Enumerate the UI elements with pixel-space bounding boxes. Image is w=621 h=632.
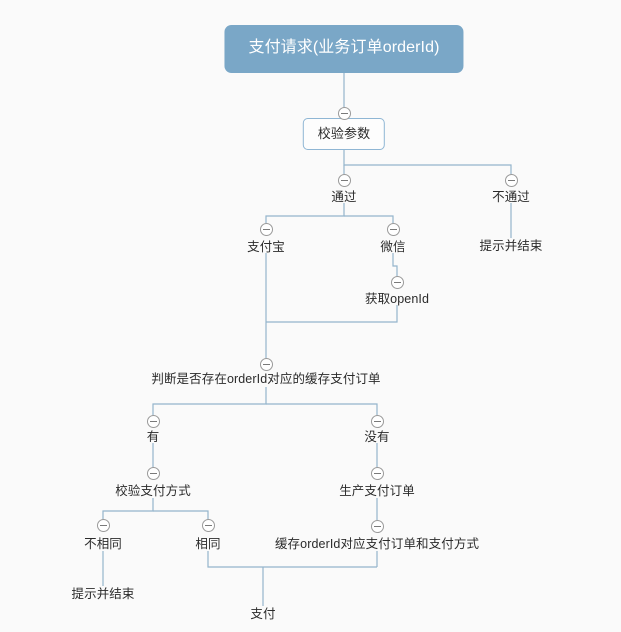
node-gen-order[interactable]: 生产支付订单 xyxy=(339,484,415,498)
node-check-cache[interactable]: 判断是否存在orderId对应的缓存支付订单 xyxy=(151,372,381,386)
node-fail-end[interactable]: 提示并结束 xyxy=(479,239,543,253)
edge-same-merge xyxy=(207,551,377,568)
node-validate[interactable]: 校验参数 xyxy=(302,118,386,150)
node-fail[interactable]: 不通过 xyxy=(492,190,530,204)
collapse-minus-icon-check-pay[interactable] xyxy=(146,466,160,480)
collapse-minus-icon-different[interactable] xyxy=(96,518,110,532)
node-alipay[interactable]: 支付宝 xyxy=(247,240,285,254)
collapse-minus-icon-openid[interactable] xyxy=(390,275,404,289)
collapse-minus-icon-cache-order[interactable] xyxy=(370,519,384,533)
node-pay[interactable]: 支付 xyxy=(250,607,276,621)
edge-wechat-openid xyxy=(392,253,398,276)
edge-pass-branch xyxy=(265,203,345,223)
collapse-minus-icon-same[interactable] xyxy=(201,518,215,532)
edge-validate-branch xyxy=(343,148,512,174)
node-none[interactable]: 没有 xyxy=(364,430,390,444)
node-same[interactable]: 相同 xyxy=(195,537,221,551)
collapse-minus-icon-wechat[interactable] xyxy=(386,222,400,236)
node-get-openid[interactable]: 获取openId xyxy=(364,292,430,306)
node-different[interactable]: 不相同 xyxy=(84,537,122,551)
collapse-minus-icon-alipay[interactable] xyxy=(259,222,273,236)
edge-check-branch xyxy=(152,387,267,415)
collapse-minus-icon-none[interactable] xyxy=(370,414,384,428)
collapse-minus-icon-gen-order[interactable] xyxy=(370,466,384,480)
node-has[interactable]: 有 xyxy=(146,430,160,444)
node-pass[interactable]: 通过 xyxy=(331,190,357,204)
collapse-minus-icon-has[interactable] xyxy=(146,414,160,428)
edge-openid-merge xyxy=(266,305,398,323)
node-check-pay[interactable]: 校验支付方式 xyxy=(115,484,191,498)
collapse-minus-icon-pass[interactable] xyxy=(337,173,351,187)
collapse-minus-icon-fail[interactable] xyxy=(504,173,518,187)
edge-pass-wechat xyxy=(344,215,394,223)
node-diff-end[interactable]: 提示并结束 xyxy=(71,587,135,601)
collapse-minus-icon-validate[interactable] xyxy=(337,106,351,120)
edge-checkpay-branch xyxy=(102,498,154,519)
node-wechat[interactable]: 微信 xyxy=(380,240,406,254)
edge-check-none xyxy=(266,403,378,415)
node-root[interactable]: 支付请求(业务订单orderId) xyxy=(224,25,464,73)
node-cache-order[interactable]: 缓存orderId对应支付订单和支付方式 xyxy=(274,537,480,551)
edge-checkpay-same xyxy=(153,510,209,519)
collapse-minus-icon-check-cache[interactable] xyxy=(259,357,273,371)
